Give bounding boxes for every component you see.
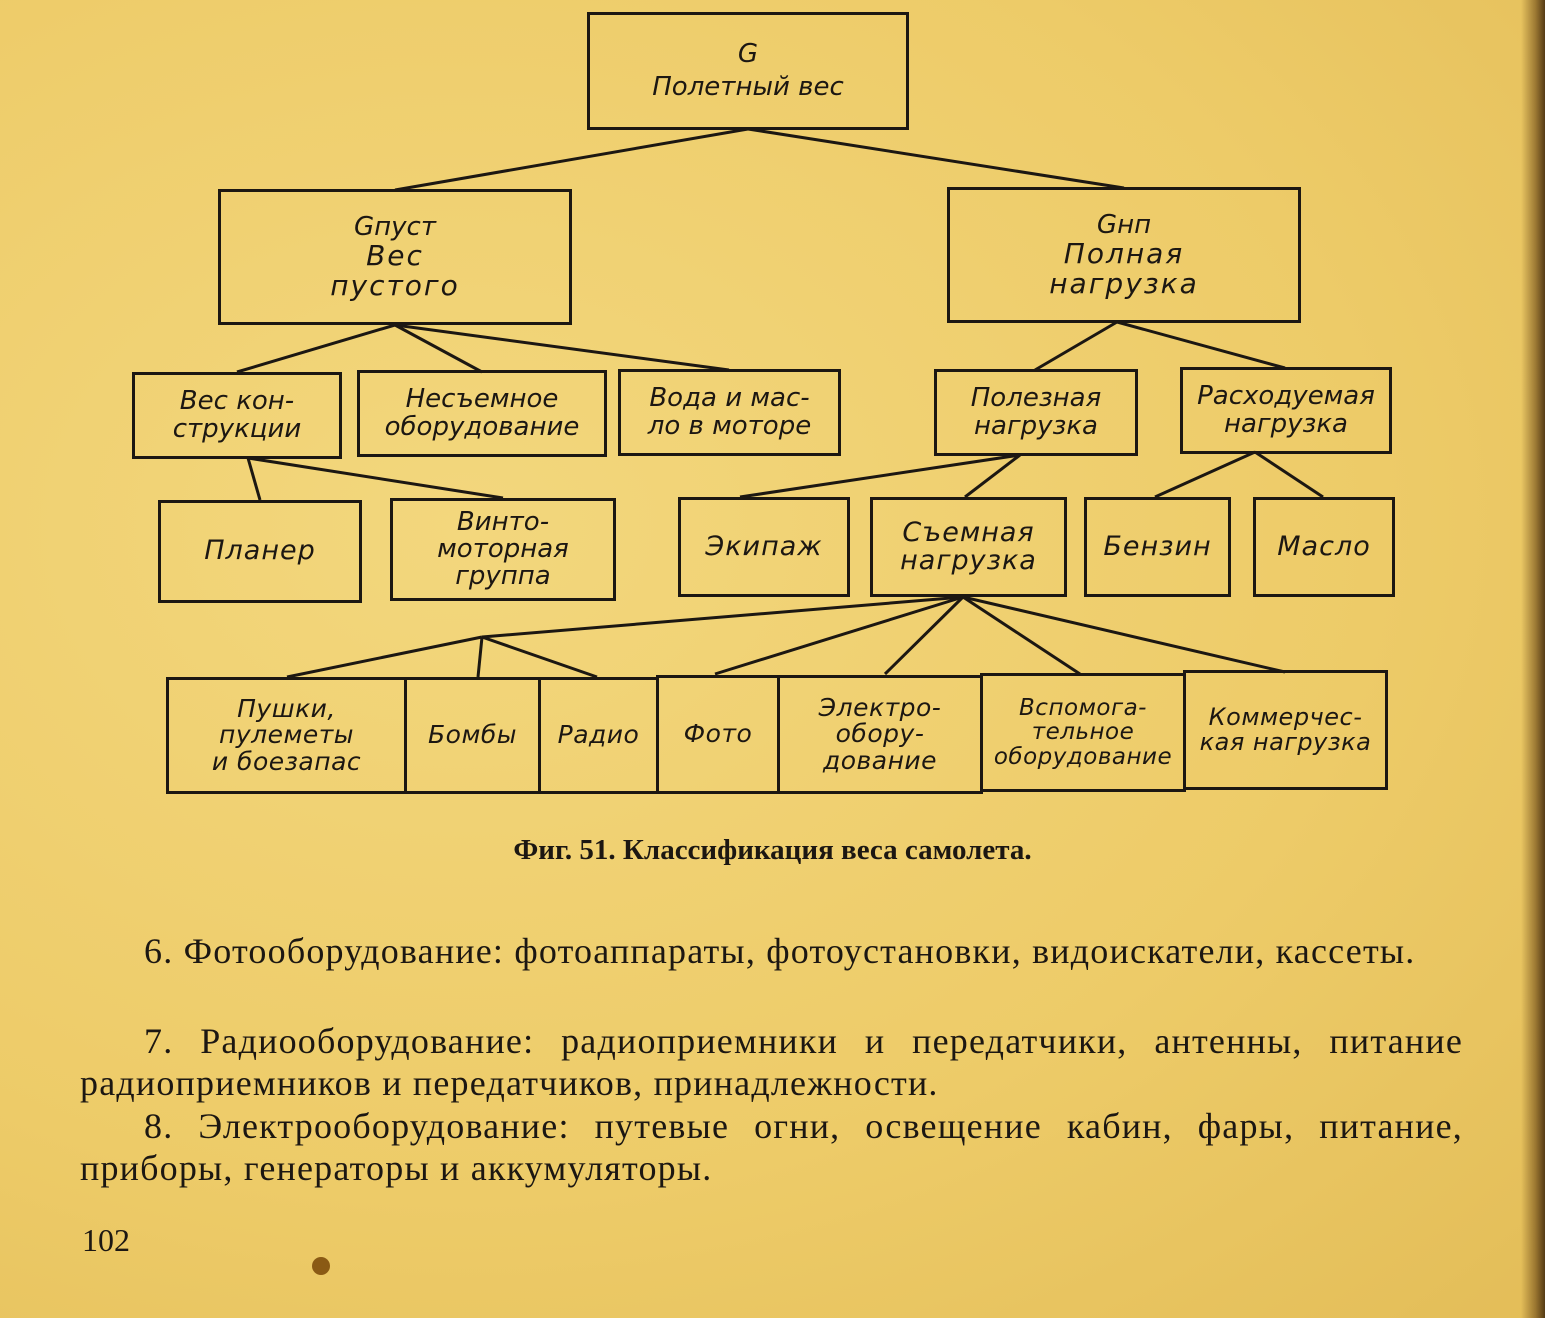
empty-weight-symbol: Gпуст — [354, 211, 436, 242]
leaf-guns-box: Пушки, пулеметы и боезапас — [166, 677, 407, 794]
leaf-auxiliary-label: Вспомога- тельное оборудование — [993, 695, 1173, 770]
connector — [394, 323, 483, 374]
connector — [394, 323, 730, 372]
crew-box: Экипаж — [678, 497, 850, 597]
leaf-bombs-box: Бомбы — [404, 677, 541, 794]
structure-weight-label: Вес кон- струкции — [172, 386, 302, 444]
connector — [481, 635, 598, 679]
connector — [286, 635, 483, 679]
connector — [962, 595, 1081, 676]
leaf-radio-label: Радио — [557, 720, 640, 750]
leaf-radio-box: Радио — [538, 677, 659, 794]
leaf-electrical-box: Электро- обору- дование — [777, 675, 983, 794]
removable-load-label: Съемная нагрузка — [900, 516, 1037, 576]
connector — [481, 595, 964, 639]
root-flight-weight-box: G Полетный вес — [587, 12, 909, 130]
water-oil-label: Вода и мас- ло в моторе — [647, 383, 812, 441]
oil-box: Масло — [1253, 497, 1395, 597]
full-load-label: Полная нагрузка — [1049, 237, 1199, 300]
useful-load-label: Полезная нагрузка — [970, 383, 1102, 441]
empty-weight-box: Gпуст Вес пустого — [218, 189, 572, 325]
engine-group-box: Винто- моторная группа — [390, 498, 616, 601]
connector — [1116, 320, 1286, 370]
leaf-photo-box: Фото — [656, 675, 780, 794]
structure-weight-box: Вес кон- струкции — [132, 372, 342, 459]
empty-weight-label: Вес пустого — [330, 239, 460, 302]
connector — [714, 595, 964, 676]
removable-load-box: Съемная нагрузка — [870, 497, 1067, 597]
oil-label: Масло — [1277, 530, 1371, 562]
consumable-load-label: Расходуемая нагрузка — [1197, 381, 1375, 439]
airframe-label: Планер — [204, 535, 316, 567]
airframe-box: Планер — [158, 500, 362, 603]
connector — [247, 456, 504, 500]
water-oil-box: Вода и мас- ло в моторе — [618, 369, 841, 456]
root-label: Полетный вес — [652, 72, 844, 102]
engine-group-label: Винто- моторная группа — [437, 506, 569, 592]
paragraph-photo-equipment: 6. Фотооборудование: фотоаппараты, фотоу… — [144, 931, 1416, 971]
connector — [883, 595, 965, 676]
connector — [962, 595, 1286, 674]
crew-label: Экипаж — [705, 530, 823, 562]
full-load-symbol: Gнп — [1096, 209, 1152, 240]
leaf-guns-label: Пушки, пулеметы и боезапас — [211, 694, 362, 776]
leaf-commercial-label: Коммерчес- кая нагрузка — [1199, 702, 1372, 756]
connector — [394, 127, 749, 192]
paragraph-radio-equipment: 7. Радиооборудование: радиоприемники и п… — [80, 1021, 1463, 1103]
fuel-box: Бензин — [1084, 497, 1231, 597]
leaf-auxiliary-box: Вспомога- тельное оборудование — [980, 673, 1186, 792]
connector — [1034, 320, 1118, 372]
tree-connectors — [236, 127, 1324, 679]
paragraph-electrical-equipment: 8. Электрооборудование: путевые огни, ос… — [80, 1106, 1463, 1188]
connector — [1154, 450, 1256, 499]
figure-caption: Фиг. 51. Классификация веса самолета. — [513, 834, 1032, 866]
connector — [747, 127, 1125, 190]
connector — [739, 453, 1021, 499]
root-symbol: G — [737, 38, 759, 69]
connector — [246, 457, 262, 501]
fixed-equipment-label: Несъемное оборудование — [384, 384, 580, 442]
fixed-equipment-box: Несъемное оборудование — [357, 370, 607, 457]
leaf-electrical-label: Электро- обору- дование — [818, 693, 942, 775]
leaf-commercial-box: Коммерчес- кая нагрузка — [1183, 670, 1388, 790]
leaf-bombs-label: Бомбы — [428, 720, 517, 750]
fuel-label: Бензин — [1103, 530, 1212, 562]
full-load-box: Gнп Полная нагрузка — [947, 187, 1301, 323]
page-number: 102 — [82, 1222, 130, 1258]
connector — [236, 323, 396, 374]
useful-load-box: Полезная нагрузка — [934, 369, 1138, 456]
connector — [1254, 450, 1324, 499]
consumable-load-box: Расходуемая нагрузка — [1180, 367, 1392, 454]
book-spine-shadow — [1521, 0, 1545, 1318]
connector — [964, 453, 1021, 499]
paper-stain — [312, 1257, 330, 1275]
leaf-photo-label: Фото — [683, 719, 753, 749]
connector — [476, 636, 484, 678]
